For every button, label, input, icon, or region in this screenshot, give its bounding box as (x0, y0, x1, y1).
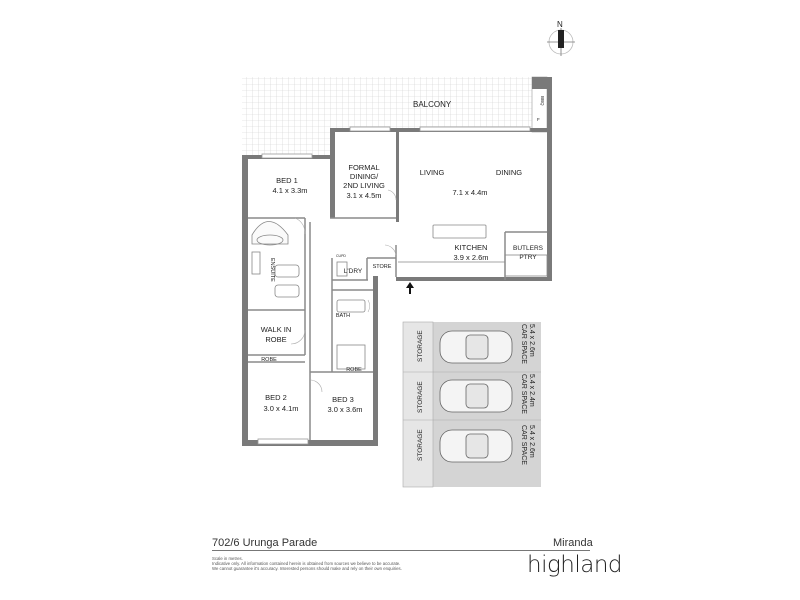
kitchen-size: 3.9 x 2.6m (453, 253, 488, 262)
fridge-label: F (537, 117, 540, 122)
parking-labels: STORAGE STORAGE STORAGE CAR SPACE 5.4 x … (417, 324, 535, 465)
walk-in-robe-label-2: ROBE (265, 335, 286, 344)
footer-divider (212, 550, 590, 551)
bed1-size: 4.1 x 3.3m (272, 186, 307, 195)
entry-arrow-icon (406, 282, 414, 294)
kitchen-label: KITCHEN (455, 243, 488, 252)
north-label: N (557, 20, 563, 29)
storage-label: STORAGE (417, 330, 424, 362)
living-size: 7.1 x 4.4m (452, 188, 487, 197)
dining-label: DINING (496, 168, 522, 177)
car-space-label: CAR SPACE (520, 374, 527, 414)
robe-label-bed3: ROBE (346, 367, 362, 373)
formal-dining-label: FORMAL (348, 163, 379, 172)
balcony-label: BALCONY (413, 100, 452, 109)
cupd-label: CUPD (336, 254, 346, 258)
disclaimer-line: Indicative only. All information contain… (212, 561, 401, 567)
living-label: LIVING (420, 168, 445, 177)
disclaimer-line: Scale in metres. (212, 556, 243, 561)
car-space-label: CAR SPACE (520, 324, 527, 364)
bed3-label: BED 3 (332, 395, 354, 404)
car-space-size: 5.4 x 2.4m (528, 374, 535, 407)
ensuite-label: ENSUITE (269, 258, 275, 282)
storage-label: STORAGE (417, 429, 424, 461)
property-address: 702/6 Urunga Parade (212, 537, 318, 549)
car-space-label: CAR SPACE (520, 425, 527, 465)
fixtures (251, 221, 548, 370)
brand-logo: highland (527, 552, 623, 578)
formal-dining-label-2: DINING/ (350, 172, 379, 181)
robe-label-bed2: ROBE (261, 357, 277, 363)
car-icon (439, 429, 513, 463)
butlers-label: BUTLERS (513, 245, 544, 252)
walk-in-robe-label: WALK IN (261, 325, 292, 334)
bath-label: BATH (336, 313, 350, 319)
store-label: STORE (373, 264, 392, 270)
bed3-size: 3.0 x 3.6m (327, 405, 362, 414)
car-icon (439, 330, 513, 364)
car-space-size: 5.4 x 2.6m (528, 425, 535, 458)
room-labels: FORMAL DINING/ 2ND LIVING 3.1 x 4.5m LIV… (261, 163, 544, 414)
laundry-label: L'DRY (344, 268, 363, 275)
car-icon (439, 379, 513, 413)
bed2-size: 3.0 x 4.1m (263, 404, 298, 413)
formal-dining-label-3: 2ND LIVING (343, 181, 385, 190)
butlers-label-2: PTRY (519, 254, 537, 261)
formal-dining-size: 3.1 x 4.5m (346, 191, 381, 200)
car-icons (439, 330, 513, 463)
disclaimer: Scale in metres. Indicative only. All in… (212, 556, 442, 572)
bed2-label: BED 2 (265, 393, 287, 402)
bbq-label: BBQ (540, 96, 545, 106)
storage-label: STORAGE (417, 381, 424, 413)
disclaimer-line: We cannot guarantee it's accuracy. Inter… (212, 566, 402, 572)
bed1-label: BED 1 (276, 176, 298, 185)
car-space-size: 5.4 x 2.6m (528, 324, 535, 357)
windows (257, 126, 531, 445)
balcony: BALCONY BBQ F (242, 76, 548, 156)
compass: N (547, 20, 575, 56)
suburb-name: Miranda (553, 537, 593, 549)
doors (290, 189, 397, 393)
